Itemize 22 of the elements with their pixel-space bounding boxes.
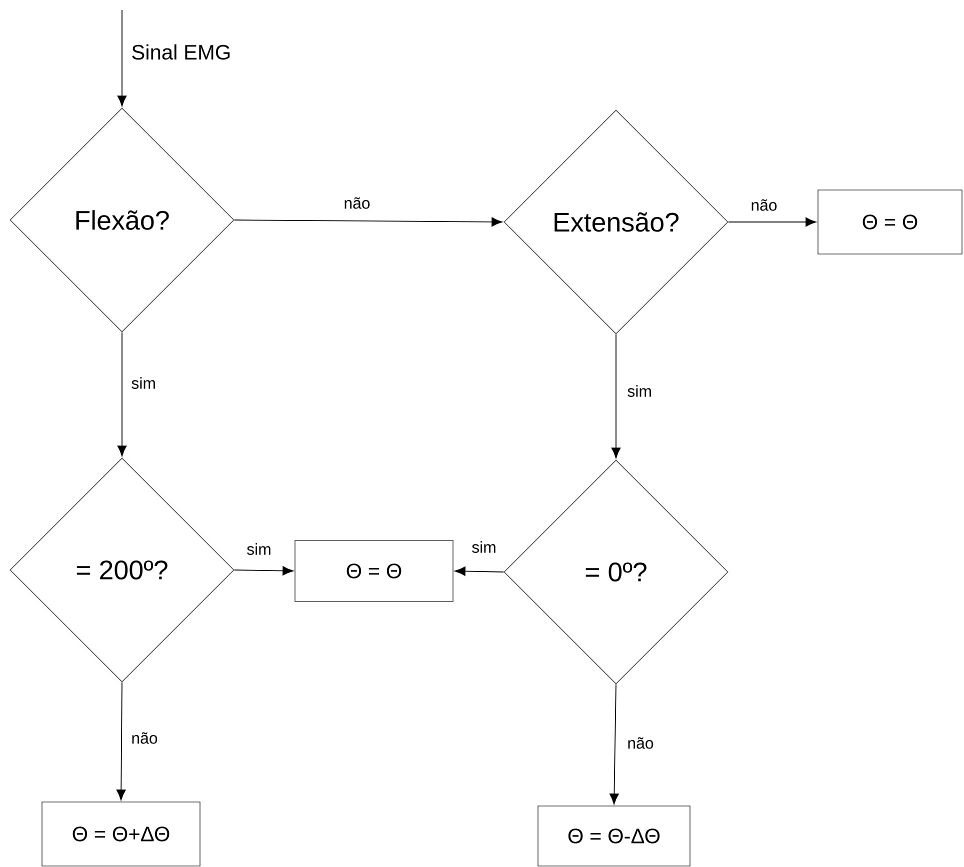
process-box: Θ = Θ+ΔΘ xyxy=(42,802,200,866)
process-box: Θ = Θ xyxy=(818,190,962,254)
edge-label: não xyxy=(626,736,655,750)
edge-label: sim xyxy=(246,542,272,556)
edge-label: não xyxy=(750,198,778,212)
edge-label: não xyxy=(130,731,159,745)
arrow xyxy=(234,217,502,227)
edge-label: sim xyxy=(626,384,653,398)
arrow xyxy=(610,684,619,804)
process-box: Θ = Θ xyxy=(294,540,454,602)
process-box: Θ = Θ-ΔΘ xyxy=(538,806,690,866)
arrow xyxy=(454,566,504,576)
arrow xyxy=(117,332,127,456)
edge-label: sim xyxy=(470,540,498,554)
arrow xyxy=(117,10,127,106)
edge-label: Sinal EMG xyxy=(130,43,232,61)
arrow xyxy=(116,682,126,800)
edge-label: não xyxy=(342,196,372,210)
arrow xyxy=(728,217,816,227)
edge-label: sim xyxy=(130,376,157,390)
arrow xyxy=(611,334,621,458)
arrow xyxy=(234,566,294,576)
